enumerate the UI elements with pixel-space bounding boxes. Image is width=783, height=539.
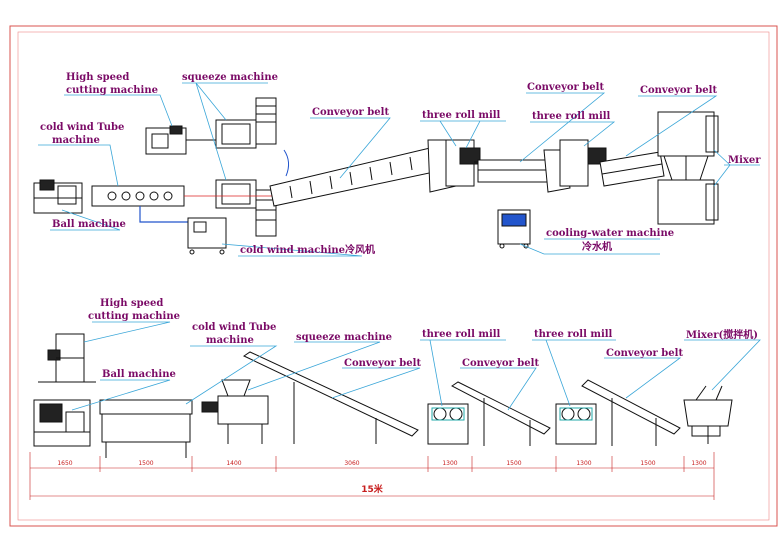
bottom-cutting-machine	[38, 333, 96, 383]
top-label-cold-wind-tube-2: machine	[52, 135, 100, 146]
rotation-arrow-icon	[283, 149, 290, 177]
top-label-ball: Ball machine	[52, 219, 126, 230]
top-cooling-water-machine	[497, 209, 531, 249]
top-conveyor-belt-1	[269, 147, 435, 207]
top-three-roll-mill-1	[427, 139, 508, 193]
bottom-mixer	[683, 385, 733, 444]
bottom-three-roll-mill-2	[555, 403, 597, 445]
bottom-label-conveyor-1: Conveyor belt	[344, 358, 421, 369]
dimension-segment: 1500	[640, 460, 655, 467]
top-cold-wind-machine	[187, 217, 227, 255]
bottom-conveyor-belt-3	[581, 379, 681, 446]
bottom-label-three-roll-2: three roll mill	[534, 329, 613, 340]
dimension-segment: 1300	[691, 460, 706, 467]
dimension-segment: 3060	[344, 460, 359, 467]
dimension-segment: 1400	[226, 460, 241, 467]
top-label-cold-wind-tube-1: cold wind Tube	[40, 122, 124, 133]
inner-border	[17, 31, 770, 521]
top-label-cooling-water-1: cooling-water machine	[546, 228, 674, 239]
bottom-label-conveyor-2: Conveyor belt	[462, 358, 539, 369]
top-label-cutting-1: High speed	[66, 72, 129, 83]
top-conveyor-belt-3	[599, 151, 665, 187]
top-three-roll-mill-2	[543, 139, 607, 193]
top-squeeze-machine-2	[184, 179, 277, 237]
top-mixer	[657, 111, 719, 225]
dimension-segment: 1500	[138, 460, 153, 467]
bottom-label-cutting-2: cutting machine	[88, 311, 180, 322]
top-label-conveyor-1: Conveyor belt	[312, 107, 389, 118]
top-conveyor-belt-2	[477, 159, 553, 183]
bottom-elevation-view	[29, 321, 761, 500]
bottom-cold-wind-tube	[99, 399, 193, 458]
bottom-three-roll-mill-1	[427, 403, 469, 445]
dimension-segment: 1650	[57, 460, 72, 467]
bottom-squeeze-machine	[201, 379, 269, 444]
bottom-conveyor-belt-1	[242, 351, 419, 444]
top-plan-view	[33, 82, 760, 257]
bottom-label-three-roll-1: three roll mill	[422, 329, 501, 340]
bottom-label-cold-wind-tube-2: machine	[206, 335, 254, 346]
bottom-label-cutting-1: High speed	[100, 298, 163, 309]
top-ball-machine	[33, 179, 83, 214]
bottom-label-mixer: Mixer(搅拌机)	[686, 328, 758, 341]
top-label-cold-wind-machine: cold wind machine冷风机	[240, 243, 375, 256]
top-label-three-roll-2: three roll mill	[532, 111, 611, 122]
bottom-label-squeeze: squeeze machine	[296, 332, 392, 343]
top-label-squeeze: squeeze machine	[182, 72, 278, 83]
drawing-border	[9, 25, 778, 527]
dimension-segment: 1500	[506, 460, 521, 467]
bottom-label-cold-wind-tube-1: cold wind Tube	[192, 322, 276, 333]
top-label-conveyor-3: Conveyor belt	[640, 85, 717, 96]
bottom-label-conveyor-3: Conveyor belt	[606, 348, 683, 359]
dimension-segment: 1300	[442, 460, 457, 467]
dimension-segment: 1300	[576, 460, 591, 467]
top-cold-wind-tube	[91, 185, 188, 223]
top-cutting-machine	[145, 125, 216, 155]
dimension-line	[29, 452, 715, 500]
top-squeeze-machine-1	[215, 97, 277, 149]
top-label-three-roll-1: three roll mill	[422, 110, 501, 121]
bottom-label-ball: Ball machine	[102, 369, 176, 380]
top-label-cutting-2: cutting machine	[66, 85, 158, 96]
top-label-conveyor-2: Conveyor belt	[527, 82, 604, 93]
top-label-cooling-water-2: 冷水机	[582, 240, 612, 253]
dimension-total: 15米	[361, 483, 384, 495]
bottom-conveyor-belt-2	[451, 381, 551, 446]
top-label-mixer: Mixer	[728, 155, 761, 166]
